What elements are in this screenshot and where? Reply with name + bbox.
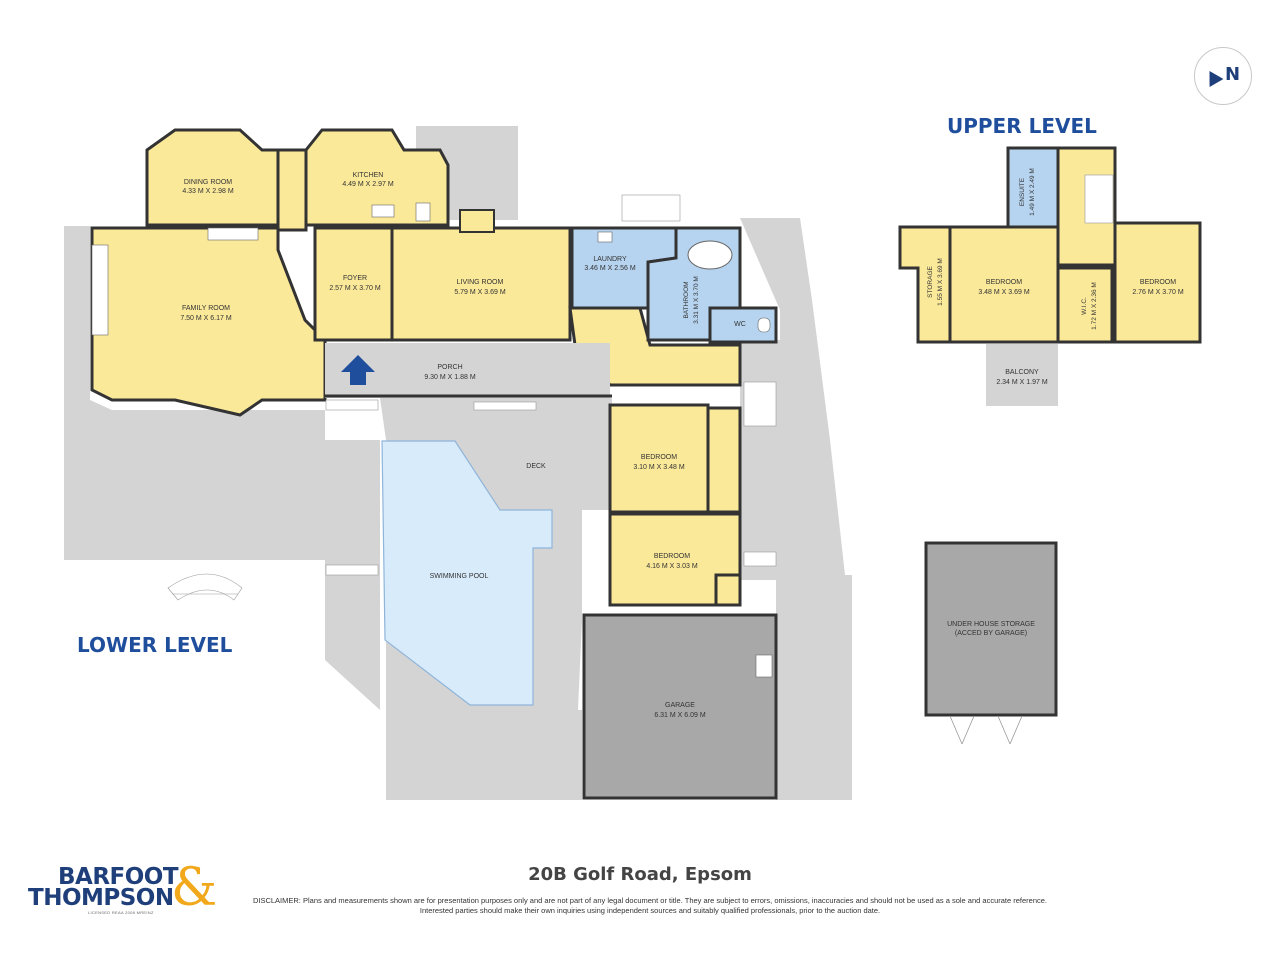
east-walkway xyxy=(740,340,780,580)
living-room-size: 5.79 M X 3.69 M xyxy=(454,289,506,296)
room-labels: DINING ROOM 4.33 M X 2.98 M KITCHEN 4.49… xyxy=(180,168,1184,719)
balcony-size: 2.34 M X 1.97 M xyxy=(996,379,1048,386)
bathroom-size: 3.31 M X 3.70 M xyxy=(693,276,700,324)
wic-shape xyxy=(1056,266,1114,344)
logo-line-1: BARFOOT xyxy=(58,864,179,890)
logo-ampersand: & xyxy=(171,858,218,918)
bedroom-2-size: 4.16 M X 3.03 M xyxy=(646,563,698,570)
garage-east-area xyxy=(776,575,852,800)
garage-stair-shape xyxy=(714,573,742,607)
closet-shape xyxy=(706,406,742,514)
dining-room-size: 4.33 M X 2.98 M xyxy=(182,188,234,195)
garage-size: 6.31 M X 6.09 M xyxy=(654,712,706,719)
entry-stairs xyxy=(167,573,243,601)
kitchen-size: 4.49 M X 2.97 M xyxy=(342,181,394,188)
brand-logo: BARFOOT THOMPSON & LICENSED REAA 2008 MR… xyxy=(28,858,218,918)
storage-size: 1.55 M X 3.69 M xyxy=(937,258,944,306)
bedroom-up-1-size: 3.48 M X 3.69 M xyxy=(978,289,1030,296)
entry-stairs-shape xyxy=(167,573,243,601)
laundry-tub xyxy=(597,231,613,243)
wc-name: WC xyxy=(734,321,746,328)
lower-south-deck xyxy=(386,710,582,800)
north-compass: N xyxy=(1194,47,1252,105)
west-terrace xyxy=(64,226,380,560)
under-house-name: UNDER HOUSE STORAGE xyxy=(947,621,1035,628)
bathroom-name: BATHROOM xyxy=(683,281,690,318)
kitchen-shape xyxy=(304,128,450,227)
logo-subtitle: LICENSED REAA 2008 MREINZ xyxy=(88,910,154,915)
upper-stairs xyxy=(1084,174,1114,224)
ensuite-name: ENSUITE xyxy=(1019,177,1026,206)
swimming-pool xyxy=(381,440,553,706)
under-house-doors xyxy=(949,715,1023,745)
lower-deck-west xyxy=(325,520,380,710)
wc-toilet xyxy=(757,317,771,333)
property-address: 20B Golf Road, Epsom xyxy=(528,864,752,885)
compass-arrow-icon xyxy=(1202,66,1224,88)
living-room-shape xyxy=(390,226,572,342)
entry-arrow-icon xyxy=(341,355,375,385)
pool-name: SWIMMING POOL xyxy=(430,573,489,580)
kitchen-name: KITCHEN xyxy=(353,172,384,179)
bedroom-1-name: BEDROOM xyxy=(641,454,677,461)
family-room-name: FAMILY ROOM xyxy=(182,305,230,312)
logo-line-2: THOMPSON xyxy=(28,885,174,911)
foyer-name: FOYER xyxy=(343,275,367,282)
laundry-size: 3.46 M X 2.56 M xyxy=(584,265,636,272)
rooms xyxy=(90,128,742,607)
porch-name: PORCH xyxy=(437,364,462,371)
garage-name: GARAGE xyxy=(665,702,695,709)
balcony-name: BALCONY xyxy=(1005,369,1039,376)
bedroom-up-2-shape xyxy=(1113,221,1202,344)
balcony-shape xyxy=(986,344,1058,406)
foyer-size: 2.57 M X 3.70 M xyxy=(329,285,381,292)
wic-name: W.I.C. xyxy=(1081,297,1088,315)
foyer-shape xyxy=(313,226,394,342)
under-house-shape xyxy=(924,541,1058,717)
bedroom-2-name: BEDROOM xyxy=(654,553,690,560)
wc-shape xyxy=(708,306,778,344)
wic-size: 1.72 M X 2.36 M xyxy=(1091,282,1098,330)
bedroom-1-size: 3.10 M X 3.48 M xyxy=(633,464,685,471)
disclaimer-text: DISCLAIMER: Plans and measurements shown… xyxy=(252,896,1048,915)
bathtub xyxy=(687,240,733,270)
kitchen-fittings xyxy=(91,202,495,336)
living-room-name: LIVING ROOM xyxy=(457,279,504,286)
bedroom-up-1-name: BEDROOM xyxy=(986,279,1022,286)
porch-stairs xyxy=(325,194,777,576)
dining-room-shape xyxy=(145,128,280,227)
under-house-sub: (ACCED BY GARAGE) xyxy=(955,630,1027,637)
laundry-name: LAUNDRY xyxy=(593,256,627,263)
compass-label: N xyxy=(1225,64,1241,85)
bedroom-up-2-size: 2.76 M X 3.70 M xyxy=(1132,289,1184,296)
hall-shape xyxy=(276,148,308,232)
deck-name: DECK xyxy=(526,463,546,470)
family-room-size: 7.50 M X 6.17 M xyxy=(180,315,232,322)
family-room-shape xyxy=(90,226,327,417)
entry-path xyxy=(178,450,230,555)
garage-door xyxy=(755,654,773,678)
storage-name: STORAGE xyxy=(927,266,934,298)
bedroom-up-2-name: BEDROOM xyxy=(1140,279,1176,286)
lower-level-title: LOWER LEVEL xyxy=(77,633,233,657)
upper-level xyxy=(898,146,1202,344)
east-courtyard xyxy=(740,218,845,575)
porch-size: 9.30 M X 1.88 M xyxy=(424,374,476,381)
upper-level-title: UPPER LEVEL xyxy=(947,114,1097,138)
ensuite-size: 1.49 M X 2.49 M xyxy=(1029,168,1036,216)
garage-shape xyxy=(582,613,778,800)
dining-room-name: DINING ROOM xyxy=(184,179,232,186)
